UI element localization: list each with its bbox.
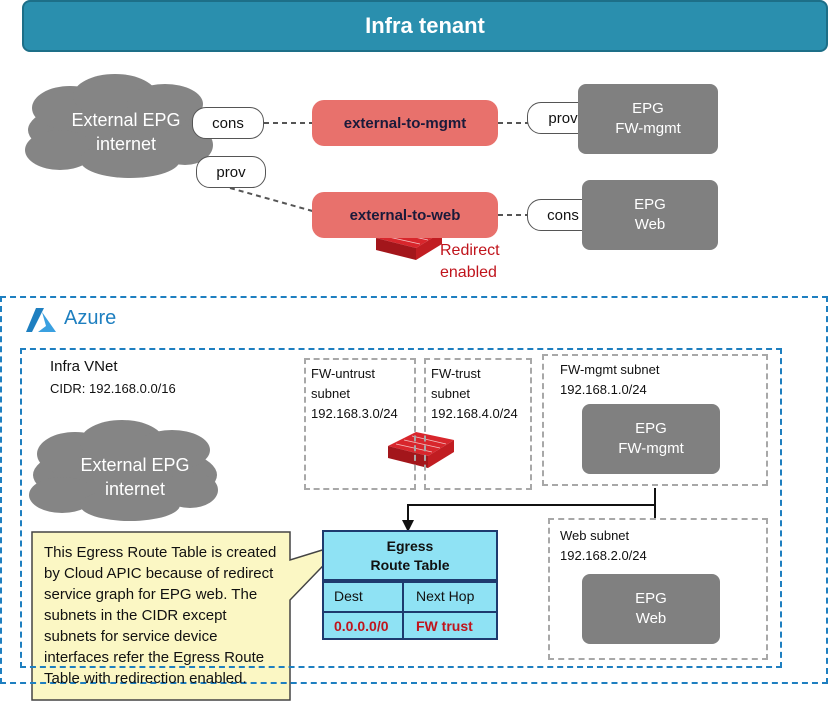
row-dest: 0.0.0.0/0: [324, 613, 404, 640]
epg-web: EPG Web: [582, 180, 718, 250]
subnet-name: FW-untrust: [311, 366, 376, 381]
subnet-label: subnet: [431, 386, 471, 402]
redirect-line: Redirect: [440, 242, 500, 259]
prov-pill: prov: [196, 156, 266, 188]
subnet-cidr: 192.168.1.0/24: [560, 382, 647, 398]
route-table-title-line: Route Table: [370, 556, 450, 573]
external-epg-name: External EPG: [71, 109, 181, 130]
page-title: Infra tenant: [22, 0, 828, 52]
epg-label: EPG: [635, 589, 667, 607]
subnet-cidr: 192.168.4.0/24: [431, 406, 518, 422]
fw-mgmt-subnet: FW-mgmt subnet 192.168.1.0/24: [542, 354, 768, 486]
epg-name: FW-mgmt: [618, 440, 684, 457]
epg-name: FW-mgmt: [615, 120, 681, 137]
external-epg-bottom-label: External EPG internet: [55, 450, 215, 504]
epg-fw-mgmt: EPG FW-mgmt: [578, 84, 718, 154]
infra-vnet: [20, 348, 782, 668]
redirect-line: enabled: [440, 264, 497, 282]
azure-logo-icon: [26, 308, 56, 332]
contract-external-to-mgmt: external-to-mgmt: [312, 100, 498, 146]
epg-name: Web: [635, 610, 667, 627]
route-table-row: 0.0.0.0/0 FW trust: [324, 613, 496, 640]
subnet-cidr: 192.168.3.0/24: [311, 406, 398, 422]
epg-label: EPG: [632, 99, 664, 117]
subnet-name: FW-mgmt subnet: [560, 362, 660, 377]
subnet-name: FW-trust: [431, 366, 481, 381]
external-epg-value: internet: [95, 134, 157, 154]
cons-pill: cons: [192, 107, 264, 139]
fw-untrust-subnet: FW-untrust subnet 192.168.3.0/24: [304, 358, 416, 490]
vnet-title: Infra VNet: [50, 358, 118, 375]
external-epg-top-label: External EPG internet: [48, 104, 204, 160]
external-epg-cloud-top: [25, 74, 213, 178]
epg-web: EPG Web: [582, 574, 720, 644]
epg-fw-mgmt: EPG FW-mgmt: [582, 404, 720, 474]
external-epg-cloud-bottom: [29, 420, 218, 521]
external-epg-value: internet: [104, 479, 166, 499]
route-arrows: [407, 488, 656, 524]
callout-note: This Egress Route Table is created by Cl…: [44, 544, 277, 687]
subnet-cidr: 192.168.2.0/24: [560, 548, 647, 564]
epg-label: EPG: [634, 195, 666, 213]
external-epg-name: External EPG: [80, 454, 190, 475]
route-table-title: Egress Route Table: [324, 532, 496, 583]
subnet-label: subnet: [311, 386, 351, 402]
epg-label: EPG: [635, 419, 667, 437]
firewall-icon: [388, 432, 454, 468]
fw-trust-subnet: FW-trust subnet 192.168.4.0/24: [424, 358, 532, 490]
col-dest: Dest: [324, 583, 404, 611]
route-table-title-line: Egress: [386, 537, 434, 554]
vnet-cidr: CIDR: 192.168.0.0/16: [50, 381, 176, 396]
subnet-name: Web subnet: [560, 528, 630, 543]
col-next-hop: Next Hop: [416, 588, 475, 604]
egress-route-table: Egress Route Table Dest Next Hop 0.0.0.0…: [322, 530, 498, 640]
redirect-label: Redirect enabled: [440, 240, 530, 288]
arrow-head-icon: [402, 520, 414, 532]
azure-region: [0, 296, 828, 684]
web-subnet: Web subnet 192.168.2.0/24: [548, 518, 768, 660]
azure-label: Azure: [64, 307, 117, 329]
contract-connectors: [229, 122, 528, 216]
contract-external-to-web: external-to-web: [312, 192, 498, 238]
callout-shape: [31, 531, 346, 701]
epg-name: Web: [634, 216, 666, 233]
row-next-hop: FW trust: [416, 618, 473, 634]
route-table-header: Dest Next Hop: [324, 583, 496, 613]
